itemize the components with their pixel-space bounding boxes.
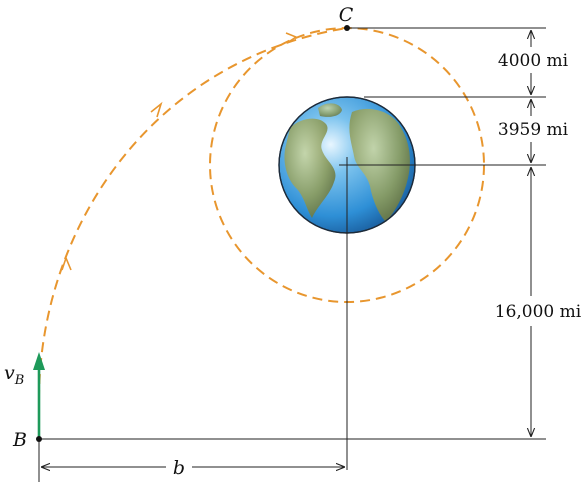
dim-label-bg-16000 [493,296,585,326]
trajectory-arrow-top [285,32,298,44]
point-b-marker [36,436,42,442]
label-point-b: B [12,429,27,451]
trajectory-arrow-upper [150,101,163,118]
label-velocity: vB [4,362,24,388]
label-point-c: C [339,4,354,26]
dim-label-bg-4000 [493,47,575,73]
dim-label-bg-b [166,455,192,479]
dim-label-4000: 4000 mi [498,51,569,71]
transfer-trajectory [38,27,348,401]
point-c-marker [344,25,350,31]
label-velocity-main: v [4,362,15,384]
velocity-arrow-head [33,352,45,370]
label-b-distance: b [173,457,185,479]
trajectory-arrow-lower [61,255,72,271]
continent-greenland [318,103,342,117]
dim-label-3959: 3959 mi [498,120,569,140]
dim-label-16000: 16,000 mi [495,302,582,322]
label-velocity-subscript: B [14,373,25,388]
continent-americas [284,118,336,218]
dim-label-bg-3959 [493,116,575,142]
